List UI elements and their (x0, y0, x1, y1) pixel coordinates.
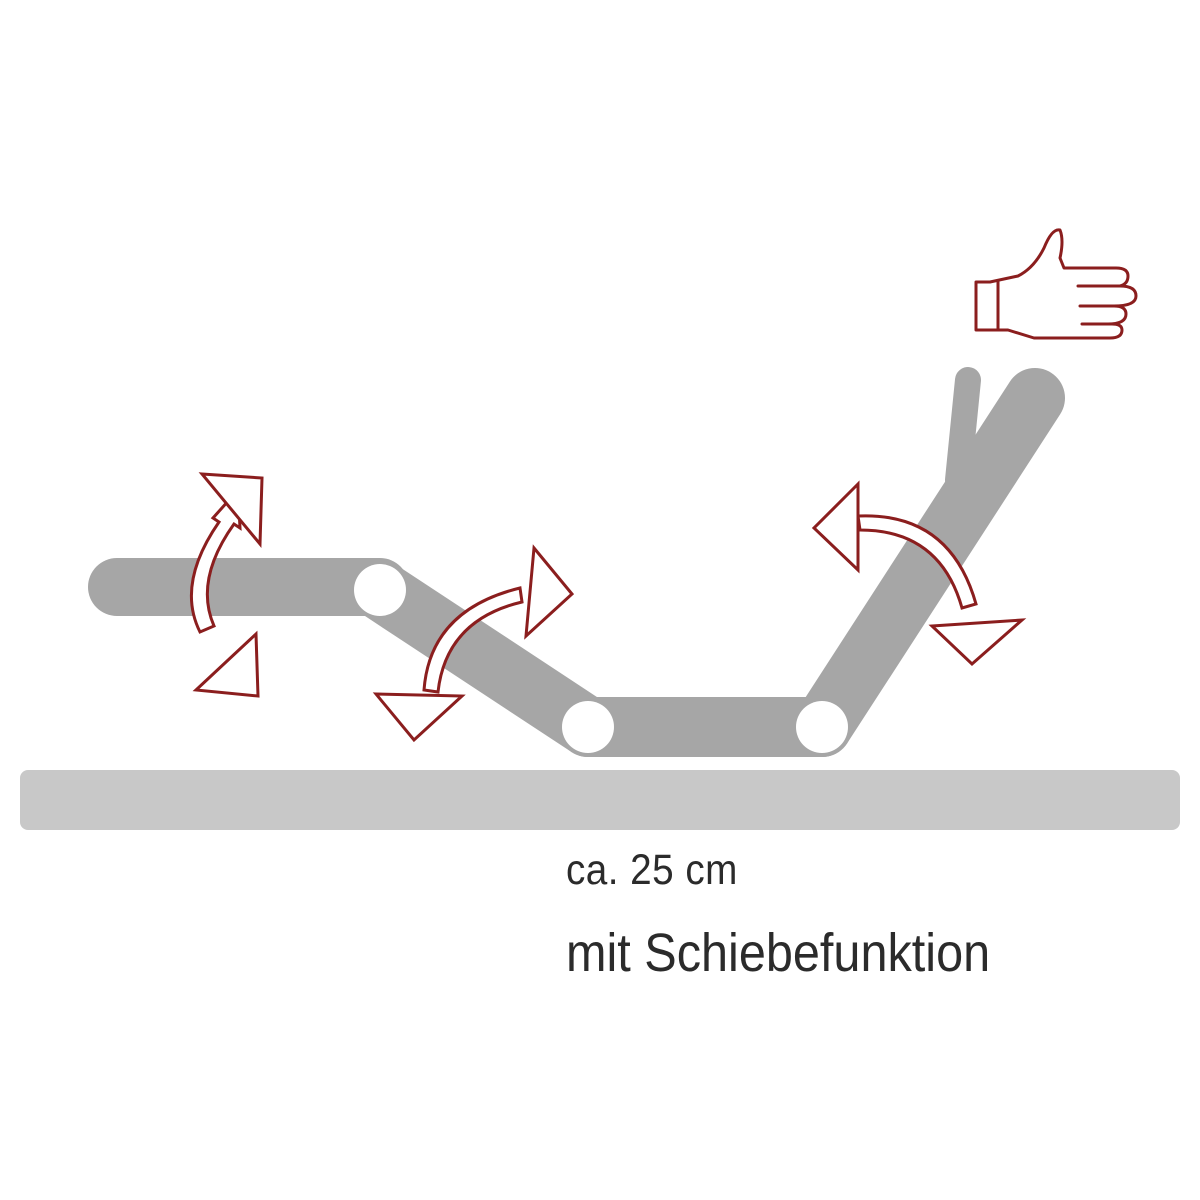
function-caption: mit Schiebefunktion (566, 923, 991, 983)
frame-joints (354, 564, 848, 753)
curved-double-arrow-icon (372, 544, 575, 743)
curved-double-arrow-icon (811, 480, 1027, 667)
joint-knee (354, 564, 406, 616)
curved-double-arrow-icon (189, 472, 264, 698)
bed-frame (88, 367, 1065, 757)
movement-arrows (189, 472, 1027, 743)
height-caption: ca. 25 cm (566, 846, 738, 894)
joint-seat-right (796, 701, 848, 753)
joint-seat-left (562, 701, 614, 753)
hand-icon (974, 228, 1138, 340)
base-plate (20, 770, 1180, 830)
thigh-section (350, 560, 618, 757)
back-section (792, 368, 1065, 757)
head-extension (945, 367, 981, 493)
